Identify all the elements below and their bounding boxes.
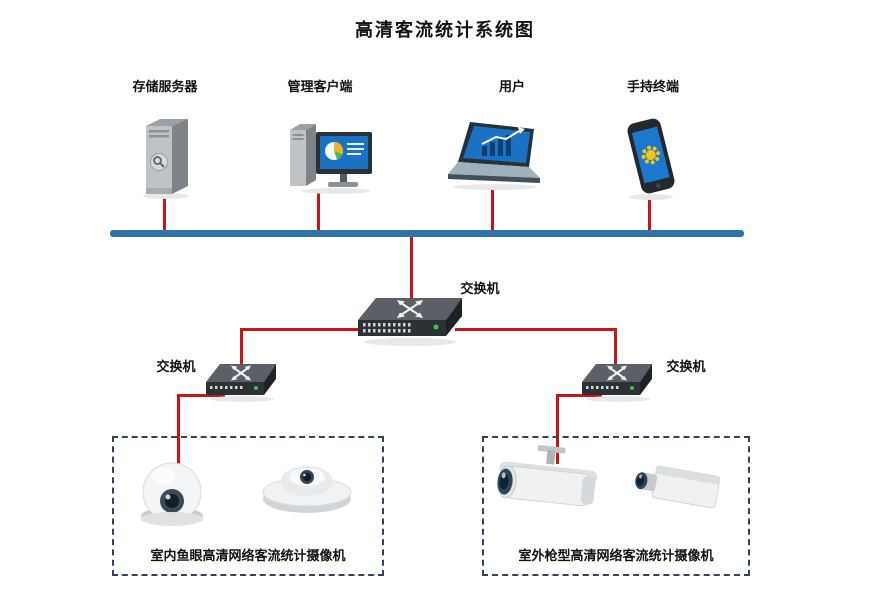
label-storage-server: 存储服务器 (132, 79, 198, 94)
cable-right-switch-to-cameras (556, 394, 559, 464)
label-outdoor-camera-group: 室外枪型高清网络客流统计摄像机 (518, 548, 714, 563)
indoor-camera-group-box: 室内鱼眼高清网络客流统计摄像机 (112, 436, 384, 576)
cable-core-to-left-horizontal (240, 328, 372, 331)
label-management-client: 管理客户端 (287, 79, 353, 94)
fisheye-camera-icon (258, 454, 356, 522)
user-laptop-icon (448, 122, 543, 192)
handheld-terminal-icon (620, 114, 682, 202)
box-camera-icon (634, 452, 726, 520)
dome-camera-icon (130, 446, 215, 531)
right-switch-icon (582, 362, 654, 404)
cable-core-to-left-vertical (240, 328, 243, 372)
label-right-switch: 交换机 (666, 359, 706, 374)
cable-left-switch-to-cameras (177, 394, 180, 464)
cable-left-switch-horizontal (177, 394, 225, 397)
label-core-switch: 交换机 (460, 281, 500, 296)
storage-server-icon (140, 116, 192, 200)
management-client-icon (286, 118, 378, 196)
cable-phone-to-bus (648, 194, 651, 236)
cable-client-to-bus (317, 192, 320, 236)
cable-storage-to-bus (163, 192, 166, 236)
network-bus (110, 230, 744, 237)
label-handheld-terminal: 手持终端 (626, 79, 679, 94)
label-user: 用户 (498, 79, 525, 94)
diagram-title: 高清客流统计系统图 (355, 20, 535, 40)
cable-laptop-to-bus (491, 188, 494, 236)
label-left-switch: 交换机 (156, 359, 196, 374)
left-switch-icon (206, 362, 278, 404)
cable-core-to-right-horizontal (455, 328, 617, 331)
bullet-camera-icon (488, 444, 606, 524)
cable-right-switch-horizontal (556, 394, 602, 397)
cable-core-to-right-vertical (614, 328, 617, 372)
core-switch-icon (358, 296, 463, 348)
cable-bus-to-core-switch (410, 237, 413, 301)
outdoor-camera-group-box: 室外枪型高清网络客流统计摄像机 (482, 436, 750, 576)
label-indoor-camera-group: 室内鱼眼高清网络客流统计摄像机 (150, 548, 346, 563)
